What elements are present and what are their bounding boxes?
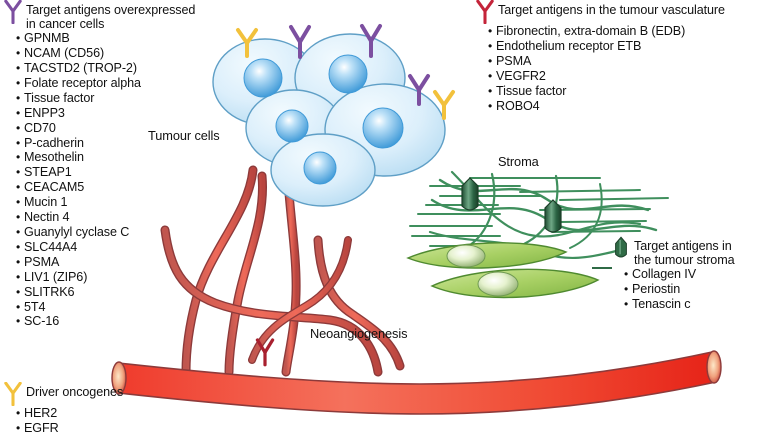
label-neoangiogenesis: Neoangiogenesis: [310, 326, 408, 341]
list-item: NCAM (CD56): [16, 46, 254, 61]
legend-cancer-cells: Target antigens overexpressed in cancer …: [4, 0, 254, 329]
list-item: Nectin 4: [16, 210, 254, 225]
antibody-icon-purple: [4, 0, 22, 24]
antibody-icon-vessel: [255, 338, 275, 367]
legend-cancer-list: GPNMB NCAM (CD56) TACSTD2 (TROP-2) Folat…: [4, 31, 254, 329]
antibody-icon-cell-purple-3: [408, 74, 430, 106]
list-item: Tissue factor: [16, 91, 254, 106]
legend-tumour-stroma: Target antigens in the tumour stroma Col…: [612, 236, 772, 312]
antibody-icon-yellow: [4, 382, 22, 406]
list-item: EGFR: [16, 421, 184, 432]
legend-stroma-header: Target antigens in the tumour stroma: [612, 236, 772, 268]
list-item: Tissue factor: [488, 84, 772, 99]
list-item: PSMA: [16, 255, 254, 270]
legend-driver-title: Driver oncogenes: [26, 385, 124, 399]
legend-cancer-title: Target antigens overexpressed in cancer …: [26, 3, 196, 32]
list-item: Endothelium receptor ETB: [488, 39, 772, 54]
list-item: Collagen IV: [624, 267, 772, 282]
legend-driver-oncogenes: Driver oncogenes HER2 EGFR: [4, 382, 184, 432]
stroma-marker-icon-2: [544, 199, 562, 233]
list-item: Fibronectin, extra-domain B (EDB): [488, 24, 772, 39]
list-item: PSMA: [488, 54, 772, 69]
stroma-marker-icon: [615, 236, 627, 258]
label-stroma: Stroma: [498, 154, 539, 169]
antibody-icon-cell-purple-1: [289, 25, 311, 59]
legend-vasculature-title: Target antigens in the tumour vasculatur…: [498, 3, 725, 17]
list-item: SC-16: [16, 314, 254, 329]
list-item: 5T4: [16, 300, 254, 315]
fibroblast-cell-1: [406, 242, 568, 269]
blood-vessel: [111, 350, 722, 415]
legend-cancer-header: Target antigens overexpressed in cancer …: [4, 0, 254, 32]
antibody-icon-red: [476, 0, 494, 24]
list-item: CEACAM5: [16, 180, 254, 195]
list-item: LIV1 (ZIP6): [16, 270, 254, 285]
list-item: SLITRK6: [16, 285, 254, 300]
antibody-icon-cell-yellow-2: [433, 90, 455, 120]
legend-vasculature-header: Target antigens in the tumour vasculatur…: [476, 0, 772, 24]
legend-tumour-vasculature: Target antigens in the tumour vasculatur…: [476, 0, 772, 113]
list-item: Periostin: [624, 282, 772, 297]
label-tumour-cells: Tumour cells: [148, 128, 220, 143]
list-item: STEAP1: [16, 165, 254, 180]
list-item: Mesothelin: [16, 150, 254, 165]
list-item: TACSTD2 (TROP-2): [16, 61, 254, 76]
list-item: ROBO4: [488, 99, 772, 114]
list-item: HER2: [16, 406, 184, 421]
list-item: GPNMB: [16, 31, 254, 46]
antibody-icon-cell-purple-2: [360, 24, 382, 58]
list-item: CD70: [16, 121, 254, 136]
list-item: Tenascin c: [624, 297, 772, 312]
list-item: ENPP3: [16, 106, 254, 121]
list-item: P-cadherin: [16, 136, 254, 151]
list-item: Guanylyl cyclase C: [16, 225, 254, 240]
legend-driver-list: HER2 EGFR: [4, 406, 184, 432]
list-item: VEGFR2: [488, 69, 772, 84]
list-item: SLC44A4: [16, 240, 254, 255]
list-item: Mucin 1: [16, 195, 254, 210]
legend-stroma-list: Collagen IV Periostin Tenascin c: [612, 267, 772, 312]
stroma-marker-icon-1: [461, 177, 479, 211]
legend-driver-header: Driver oncogenes: [4, 382, 184, 406]
list-item: Folate receptor alpha: [16, 76, 254, 91]
legend-vasculature-list: Fibronectin, extra-domain B (EDB) Endoth…: [476, 24, 772, 113]
legend-stroma-title: Target antigens in the tumour stroma: [634, 239, 735, 268]
fibroblast-cell-2: [430, 268, 600, 299]
